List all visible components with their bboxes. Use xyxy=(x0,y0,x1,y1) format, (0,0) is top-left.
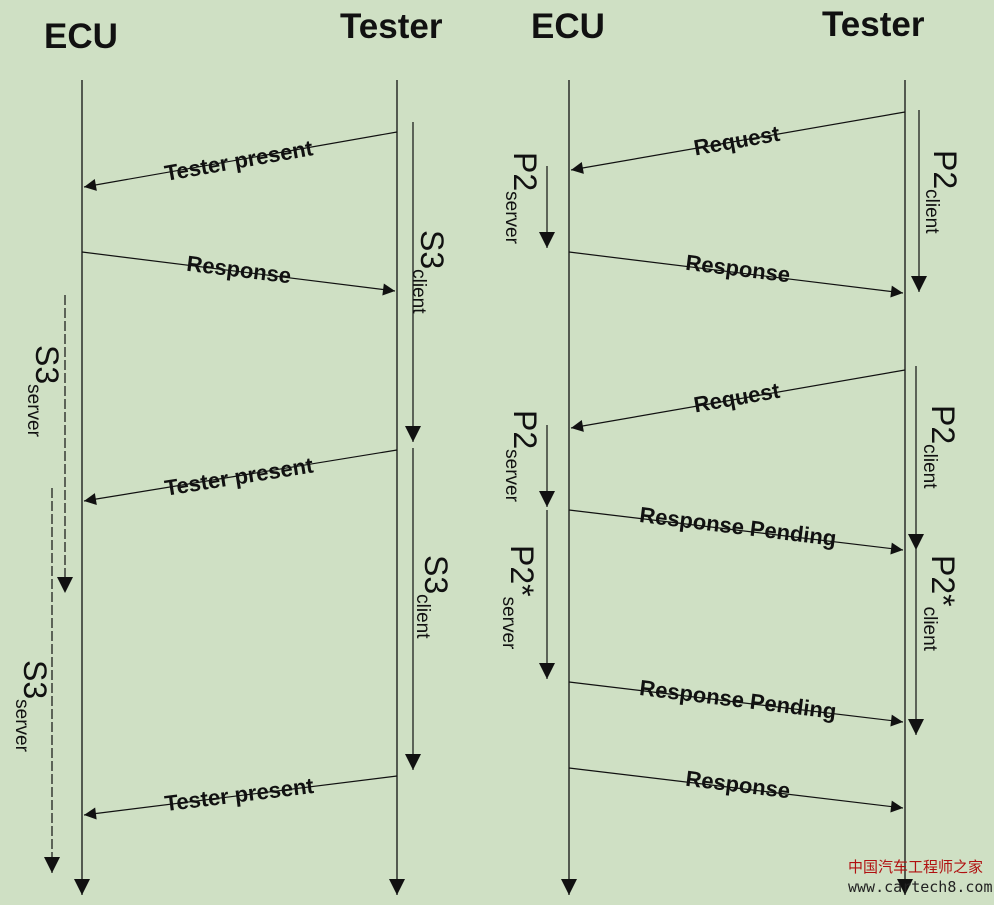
left-msg-tester-present-1-label: Tester present xyxy=(163,135,316,186)
right-msg-request-1-arrow xyxy=(570,111,906,174)
right-msg-response-pending-1-label: Response Pending xyxy=(638,502,838,551)
right-msg-request-1-label: Request xyxy=(692,121,782,161)
left-msg-response-arrow xyxy=(81,251,396,296)
left-msg-tester-present-3-label: Tester present xyxy=(163,773,316,816)
watermark-site-name: 中国汽车工程师之家 xyxy=(848,858,983,876)
right-tester-header: Tester xyxy=(822,5,925,44)
s3server-timer-2-label: S3server xyxy=(11,660,53,753)
p2star-server-timer-label: P2*server xyxy=(498,545,540,650)
left-ecu-header: ECU xyxy=(44,17,118,56)
right-msg-request-2-arrow xyxy=(570,369,906,432)
s3server-timer-1-label: S3server xyxy=(23,345,65,438)
right-msg-request-2-label: Request xyxy=(692,378,782,418)
left-msg-tester-present-1-arrow xyxy=(83,131,398,191)
right-msg-response-pending-2-label: Response Pending xyxy=(638,675,838,724)
right-msg-response-pending-1-arrow xyxy=(568,509,904,555)
p2star-client-timer-label: P2*client xyxy=(919,555,961,652)
left-msg-tester-present-2-label: Tester present xyxy=(163,452,316,500)
right-msg-response-2-arrow xyxy=(568,767,904,813)
right-msg-response-1-label: Response xyxy=(684,250,791,288)
s3client-timer-2-label: S3client xyxy=(412,555,454,639)
right-msg-response-pending-2-arrow xyxy=(568,681,904,727)
left-tester-header: Tester xyxy=(340,7,443,46)
left-msg-response-label: Response xyxy=(185,251,292,289)
p2client-timer-2-label: P2client xyxy=(919,405,961,489)
s3client-timer-1-label: S3client xyxy=(408,230,450,314)
watermark-url: www.cartech8.com xyxy=(848,878,993,896)
right-ecu-header: ECU xyxy=(531,7,605,46)
right-msg-response-1-arrow xyxy=(568,251,904,298)
p2client-timer-1-label: P2client xyxy=(921,150,963,234)
p2server-timer-2-label: P2server xyxy=(501,410,543,503)
p2server-timer-1-label: P2server xyxy=(501,152,543,245)
left-msg-tester-present-2-arrow xyxy=(83,449,398,505)
right-msg-response-2-label: Response xyxy=(684,766,791,804)
left-msg-tester-present-3-arrow xyxy=(83,775,398,820)
